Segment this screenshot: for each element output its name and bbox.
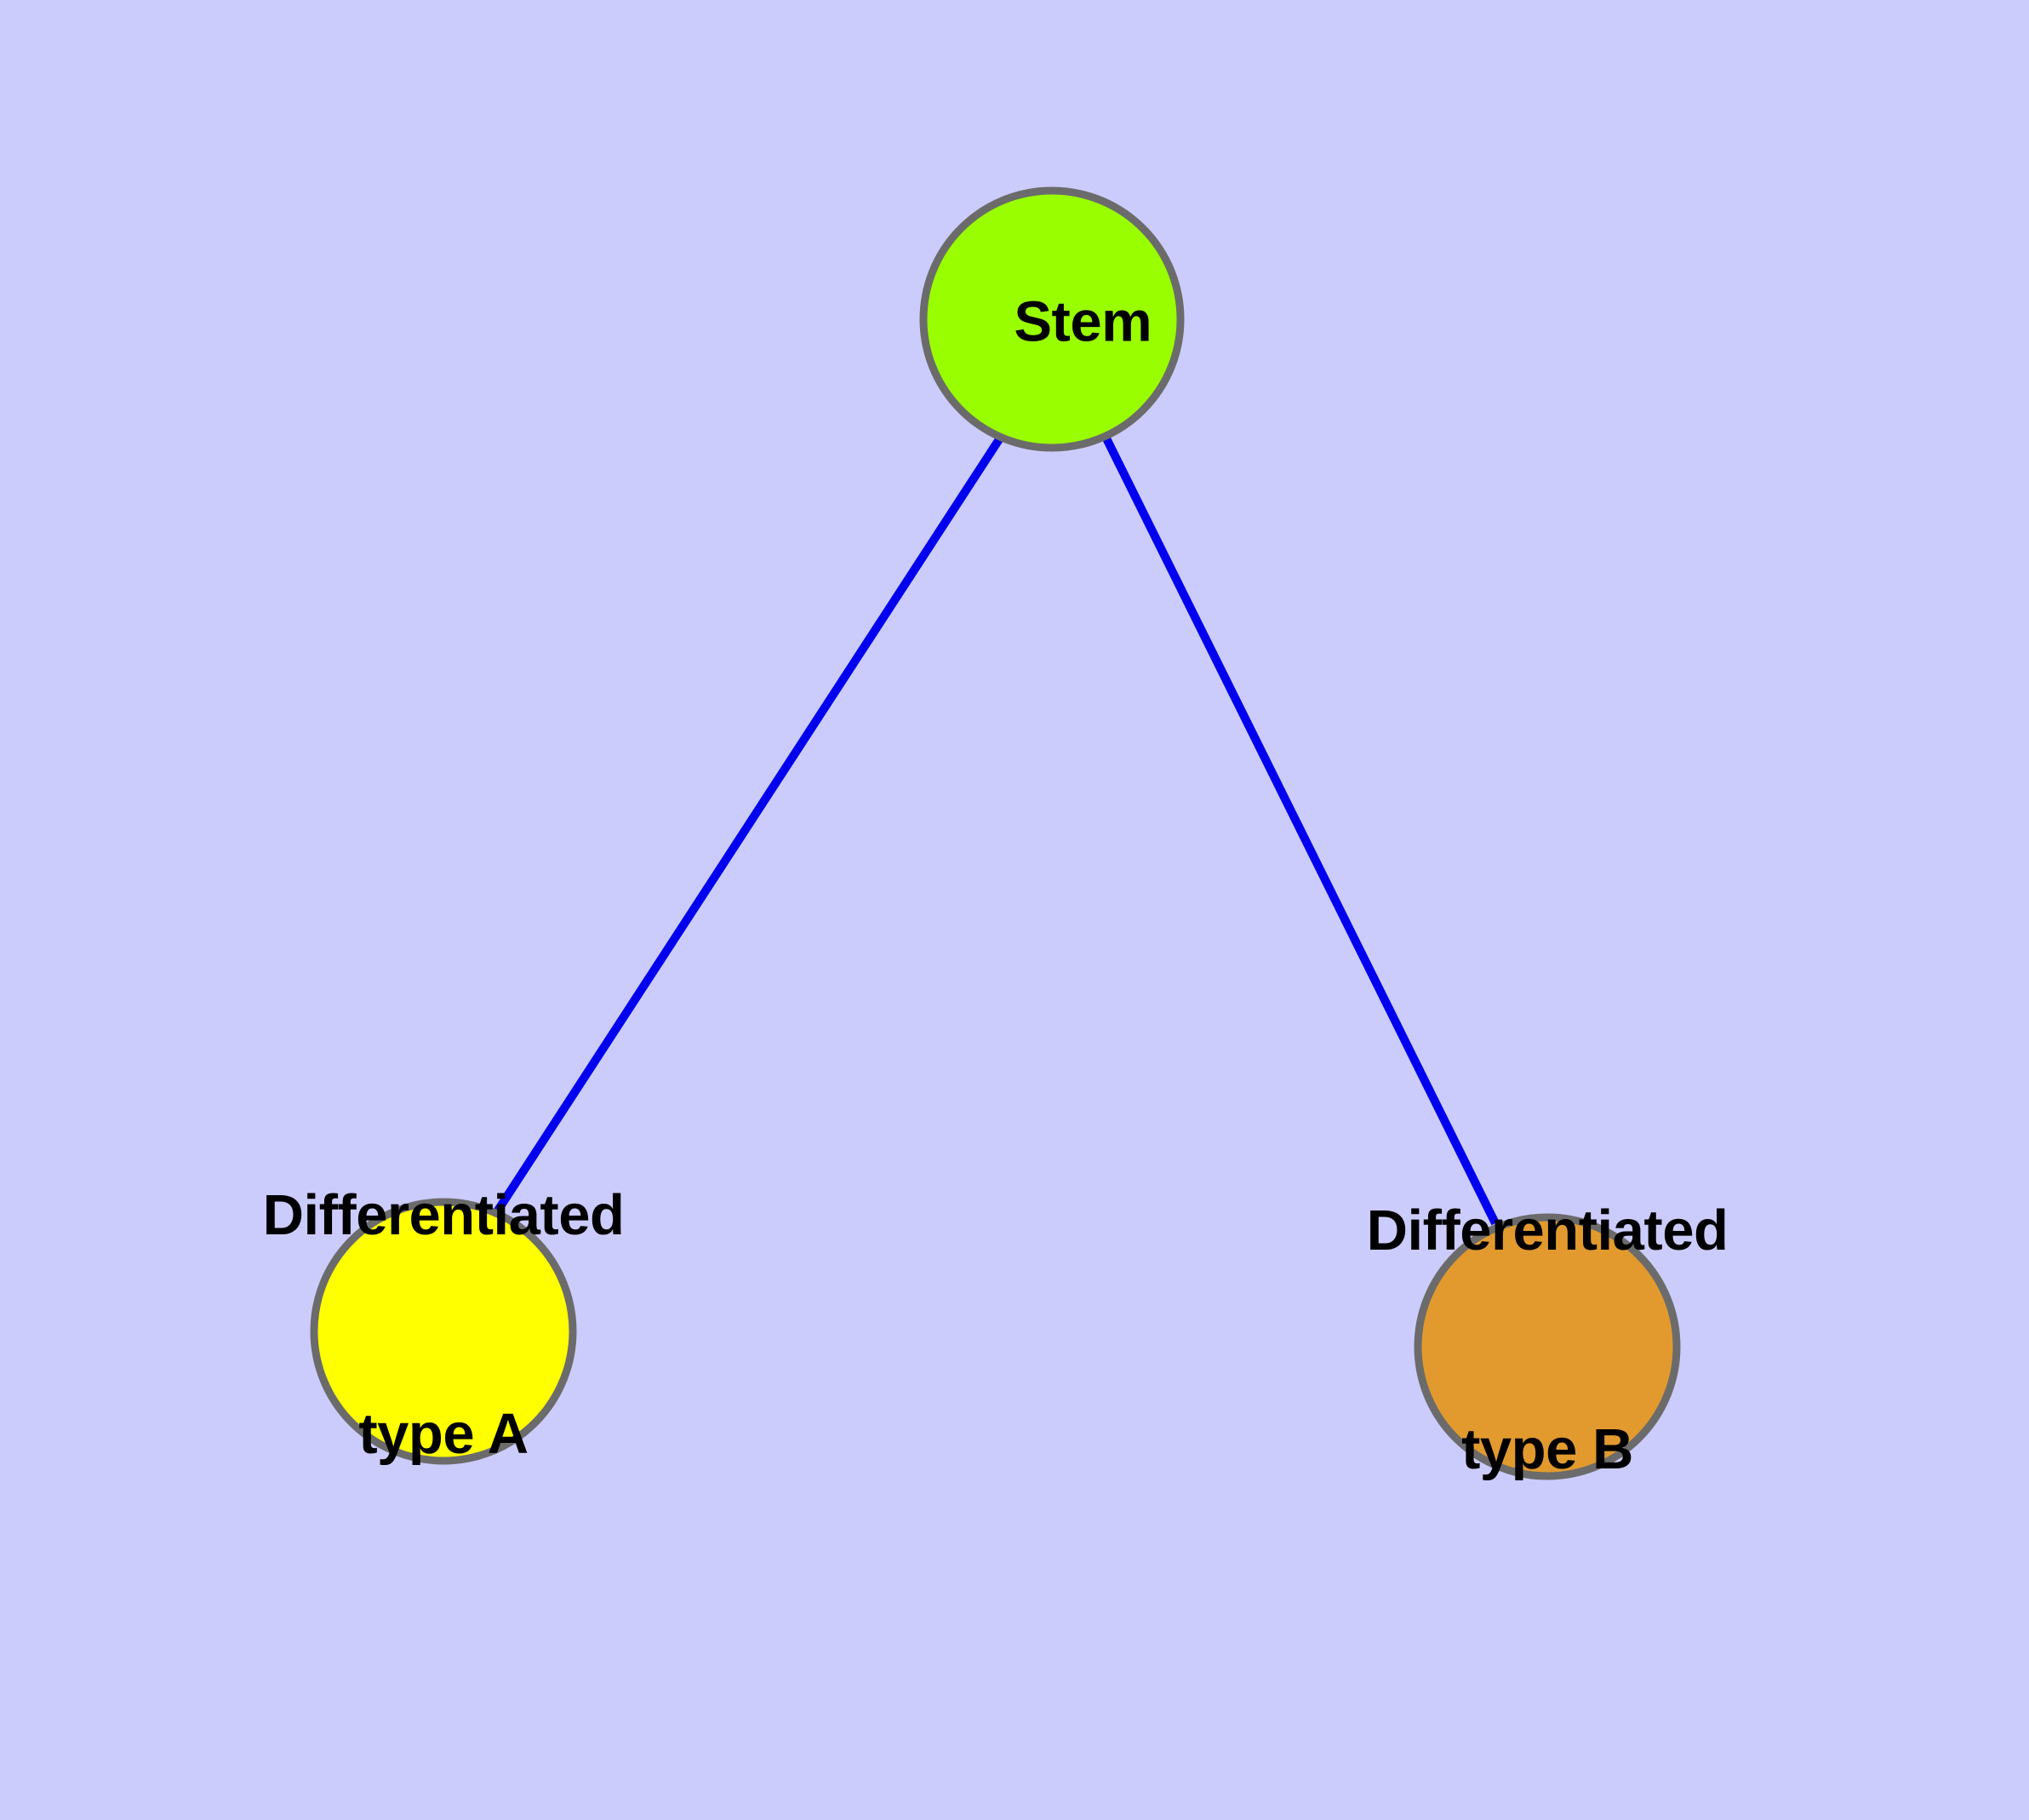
edge-stem-to-differentiated-type-b[interactable] [1101, 434, 1500, 1226]
node-layer [310, 186, 1681, 1480]
edge-stem-to-differentiated-type-a[interactable] [490, 434, 1005, 1218]
node-differentiated-type-b[interactable] [1414, 1213, 1681, 1480]
edge-layer [490, 434, 1500, 1226]
node-differentiated-type-a[interactable] [310, 1198, 577, 1465]
node-stem[interactable] [919, 186, 1185, 452]
